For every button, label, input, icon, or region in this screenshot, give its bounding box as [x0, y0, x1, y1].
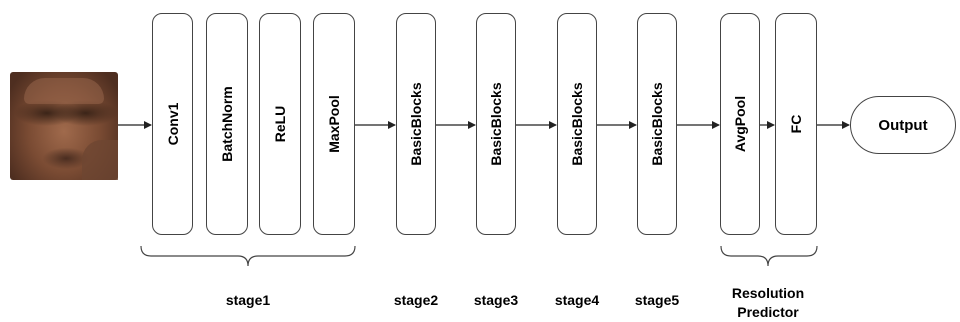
output-node: Output	[850, 96, 956, 154]
stage4-label: stage4	[554, 292, 600, 308]
avgpool-label: AvgPool	[732, 95, 748, 153]
avgpool-block: AvgPool	[720, 13, 760, 235]
conv1-label: Conv1	[164, 102, 181, 146]
stage3-basicblocks: BasicBlocks	[476, 13, 516, 235]
resolution-predictor-label: Resolution Predictor	[731, 285, 805, 320]
brace-stage1	[140, 245, 356, 267]
brace-resolution-predictor	[720, 245, 818, 267]
conv1-block: Conv1	[152, 13, 193, 235]
stage2-block-label: BasicBlocks	[408, 82, 424, 166]
face-hand	[82, 140, 118, 180]
maxpool-block: MaxPool	[313, 13, 355, 235]
stage4-block-label: BasicBlocks	[569, 82, 585, 166]
stage5-label: stage5	[634, 292, 680, 308]
output-label: Output	[878, 116, 928, 134]
stage5-basicblocks: BasicBlocks	[637, 13, 677, 235]
fc-block: FC	[775, 13, 817, 235]
stage2-label: stage2	[393, 292, 439, 308]
maxpool-label: MaxPool	[326, 95, 342, 153]
stage3-block-label: BasicBlocks	[488, 82, 504, 166]
input-face-image	[10, 72, 118, 180]
batchnorm-block: BatchNorm	[206, 13, 248, 235]
stage4-basicblocks: BasicBlocks	[557, 13, 597, 235]
stage5-block-label: BasicBlocks	[649, 82, 665, 166]
face-forehead	[24, 78, 104, 104]
stage3-label: stage3	[473, 292, 519, 308]
relu-label: ReLU	[272, 105, 288, 143]
stage2-basicblocks: BasicBlocks	[396, 13, 436, 235]
fc-label: FC	[788, 114, 804, 134]
relu-block: ReLU	[259, 13, 301, 235]
batchnorm-label: BatchNorm	[219, 86, 235, 162]
stage1-label: stage1	[225, 292, 271, 308]
